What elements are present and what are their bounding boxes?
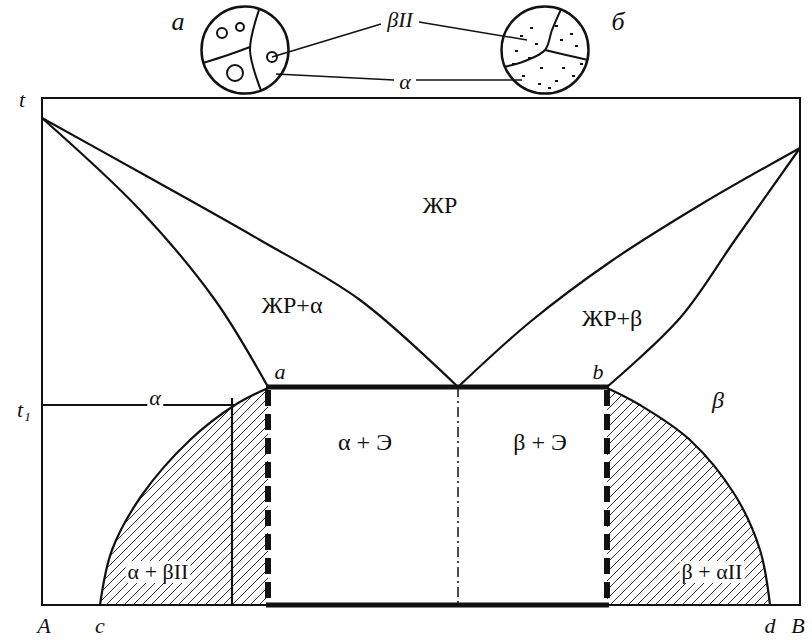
grain-boundary	[203, 47, 250, 63]
diagram-label: α + Э	[336, 430, 394, 454]
eutectic-line	[266, 385, 609, 390]
microstructure-circle: а	[200, 5, 290, 95]
liquidus-line	[458, 148, 800, 387]
particle-dot	[562, 67, 565, 69]
solvus-line	[100, 388, 268, 605]
particle-dot	[540, 67, 543, 69]
solvus-line	[607, 388, 770, 605]
grain-boundary	[545, 50, 588, 60]
diagram-label: β + Э	[511, 430, 569, 454]
particle-dot	[530, 27, 533, 29]
solidus-line	[42, 118, 268, 387]
grain-boundary	[504, 7, 562, 67]
solidus-line	[607, 148, 800, 387]
diagram-label: d	[763, 615, 778, 637]
particle-dot	[580, 63, 583, 65]
microstructure-outline	[500, 5, 590, 95]
microstructure-circle: б	[500, 5, 590, 95]
eutectic-composition-line	[457, 387, 459, 605]
diagram-label: α	[397, 71, 413, 93]
diagram-label: B	[789, 615, 806, 637]
diagram-label: A	[35, 615, 52, 637]
base-line	[266, 603, 609, 608]
diagram-label: t	[17, 89, 27, 111]
particle-dot	[555, 80, 558, 82]
boundary-dashed	[265, 390, 271, 603]
particle-dot	[515, 50, 518, 52]
hatched-region	[607, 388, 770, 605]
particle-dot	[535, 43, 538, 45]
particle	[267, 52, 277, 62]
particle-dot	[522, 75, 525, 77]
diagram-label: α + βII	[126, 561, 191, 583]
particle-dot	[572, 75, 575, 77]
diagram-label: t₁	[15, 399, 33, 421]
leader-line	[276, 74, 394, 80]
liquidus-line	[42, 118, 458, 387]
leader-line	[416, 79, 522, 81]
diagram-label: α	[147, 387, 163, 409]
diagram-label: ЖР+β	[580, 306, 645, 330]
particle-dot	[560, 39, 563, 41]
circle-outline	[202, 7, 289, 94]
micrograph-label: б	[609, 9, 626, 35]
particle	[217, 28, 227, 38]
grain-boundary	[250, 7, 262, 93]
diagram-label: β + αII	[680, 561, 745, 583]
particle-dot	[548, 87, 551, 89]
particle-dot	[575, 45, 578, 47]
boundary-dashed	[604, 390, 610, 603]
particle-dot	[528, 57, 531, 59]
diagram-label: c	[93, 615, 107, 637]
circle-outline	[502, 7, 589, 94]
diagram-label: ЖР+α	[260, 293, 325, 317]
diagram-label: a	[273, 361, 288, 383]
diagram-label: ЖР	[421, 193, 460, 217]
particle-dot	[570, 33, 573, 35]
microstructure-outline	[200, 5, 290, 95]
particle-dot	[512, 63, 515, 65]
particle-dot	[555, 25, 558, 27]
alloy-line	[231, 398, 233, 605]
particle	[236, 23, 244, 31]
particle-dot	[520, 35, 523, 37]
particle	[227, 65, 243, 81]
diagram-label: β	[710, 388, 726, 412]
diagram-label: βII	[385, 9, 415, 31]
particle-dot	[538, 83, 541, 85]
micrograph-label: а	[170, 9, 187, 35]
diagram-frame	[42, 98, 800, 605]
diagram-label: b	[591, 361, 606, 383]
hatched-region	[100, 388, 268, 605]
temperature-line	[42, 404, 235, 406]
